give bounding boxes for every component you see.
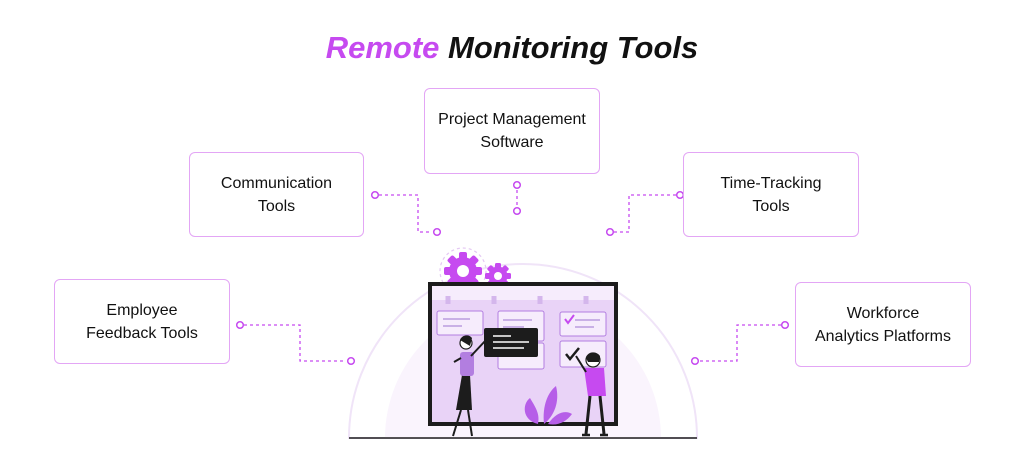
connector-dot xyxy=(512,180,522,190)
connector-dot xyxy=(512,206,522,216)
connector-dot xyxy=(780,320,790,330)
connector-dot xyxy=(346,356,356,366)
gear-icon xyxy=(439,247,487,295)
connector-dot xyxy=(370,190,380,200)
tool-box-employee-feedback: Employee Feedback Tools xyxy=(54,279,230,364)
tool-label-line2: Tools xyxy=(257,197,296,215)
title-accent: Remote xyxy=(325,30,440,65)
tool-label-line2: Tools xyxy=(752,197,790,215)
tool-box-workforce-analytics: Workforce Analytics Platforms xyxy=(795,282,971,367)
tool-box-time-tracking: Time-Tracking Tools xyxy=(683,152,859,237)
tool-label-line2: Feedback Tools xyxy=(86,324,198,342)
connector-dot xyxy=(690,356,700,366)
tool-label-line1: Communication xyxy=(220,174,333,192)
tool-box-project-management: Project Management Software xyxy=(424,88,600,174)
tool-label-line2: Software xyxy=(480,134,544,151)
tool-label-line1: Workforce xyxy=(846,304,920,322)
page-title: Remote Monitoring Tools xyxy=(0,30,1024,66)
title-rest: Monitoring Tools xyxy=(448,30,699,65)
tool-label-line1: Project Management xyxy=(438,111,586,128)
connector-dot xyxy=(432,227,442,237)
check-icon xyxy=(564,314,575,325)
check-icon xyxy=(565,347,580,361)
man-figure xyxy=(575,352,608,437)
tool-label-line1: Employee xyxy=(106,301,178,319)
connector-communication xyxy=(379,194,432,233)
woman-figure xyxy=(443,335,487,437)
connector-employee-feedback xyxy=(244,324,345,362)
tool-label-line1: Time-Tracking xyxy=(720,174,822,192)
tool-box-communication: Communication Tools xyxy=(189,152,364,237)
connector-dot xyxy=(605,227,615,237)
connector-dot xyxy=(235,320,245,330)
connector-time-tracking xyxy=(614,194,676,233)
tool-label-line2: Analytics Platforms xyxy=(814,327,952,345)
kanban-card xyxy=(436,310,484,336)
kanban-card xyxy=(559,311,607,337)
plant-icon xyxy=(524,386,572,425)
connector-workforce xyxy=(700,324,781,362)
